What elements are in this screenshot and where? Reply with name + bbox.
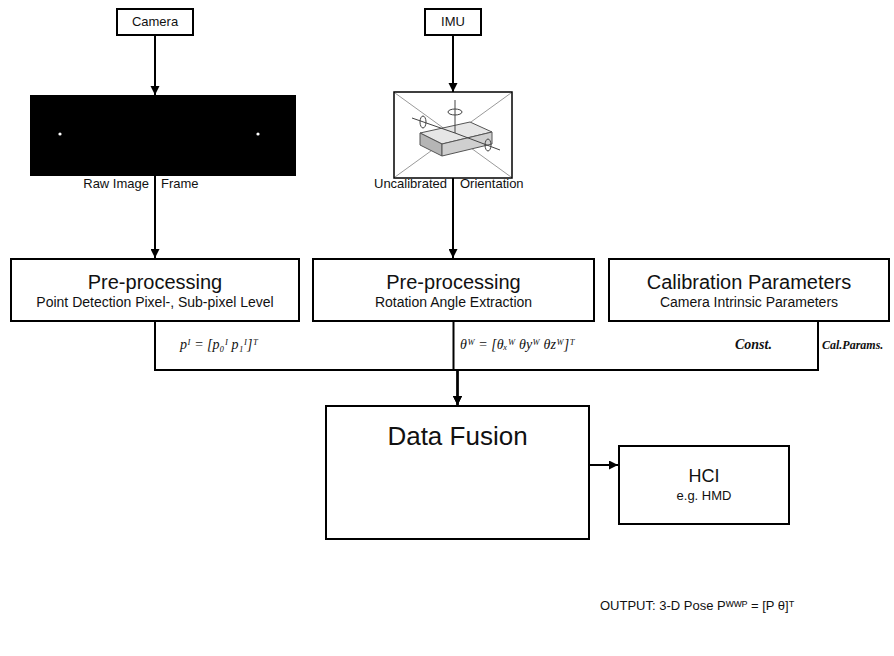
box-title: IMU	[441, 14, 465, 30]
box-subtitle: Rotation Angle Extraction	[375, 294, 532, 311]
box-title: Pre-processing	[88, 270, 223, 294]
signal-label: Const.	[735, 337, 772, 354]
signal-label: Cal.Params.	[822, 338, 883, 352]
connector-arrow	[590, 464, 618, 466]
signal-label: Uncalibrated	[374, 176, 447, 192]
connector-arrow	[155, 322, 458, 405]
process-box: IMU	[424, 8, 482, 36]
process-box: Pre-processingPoint Detection Pixel-, Su…	[10, 258, 300, 322]
signal-label: Raw Image	[83, 176, 149, 192]
detected-point	[256, 132, 259, 135]
signal-label: OUTPUT: 3-D Pose Pᵂᵂᴾ = [P θ]ᵀ	[600, 598, 794, 614]
signal-label: Orientation	[460, 176, 524, 192]
box-title: Pre-processing	[386, 270, 521, 294]
arrow-head	[151, 86, 160, 95]
imu-diagonal	[395, 93, 511, 177]
box-subtitle: Camera Intrinsic Parameters	[660, 294, 838, 311]
process-box: HCIe.g. HMD	[618, 445, 790, 525]
process-box: Calibration ParametersCamera Intrinsic P…	[608, 258, 890, 322]
formula-label: θᵂ = [θₓᵂ θyᵂ θzᵂ]ᵀ	[460, 337, 575, 354]
process-box: Camera	[116, 8, 194, 36]
box-subtitle: e.g. HMD	[677, 488, 732, 504]
imu-frame	[394, 92, 512, 178]
arrow-head	[449, 83, 458, 92]
raw-image-frame	[30, 95, 296, 176]
imu-rotation	[448, 109, 462, 115]
imu-block-front	[420, 133, 442, 156]
box-title: HCI	[689, 466, 720, 488]
imu-axis	[455, 100, 456, 133]
box-title: Camera	[132, 14, 178, 30]
box-title: Calibration Parameters	[647, 270, 852, 294]
connector-arrow	[458, 322, 819, 405]
process-box: Pre-processingRotation Angle Extraction	[312, 258, 595, 322]
imu-axis	[412, 118, 455, 133]
fusion-box: Data Fusion	[325, 405, 590, 540]
signal-label: Frame	[161, 176, 199, 192]
formula-label: pᴵ = [p₀ᴵ p₁ᴵ]ᵀ	[180, 337, 258, 354]
imu-diagonal	[395, 93, 511, 177]
imu-rotation	[485, 139, 491, 151]
imu-axis	[455, 133, 500, 150]
imu-rotation	[420, 116, 426, 128]
box-subtitle: Point Detection Pixel-, Sub-pixel Level	[36, 294, 273, 311]
box-title: Data Fusion	[387, 421, 527, 452]
detected-point	[58, 132, 61, 135]
